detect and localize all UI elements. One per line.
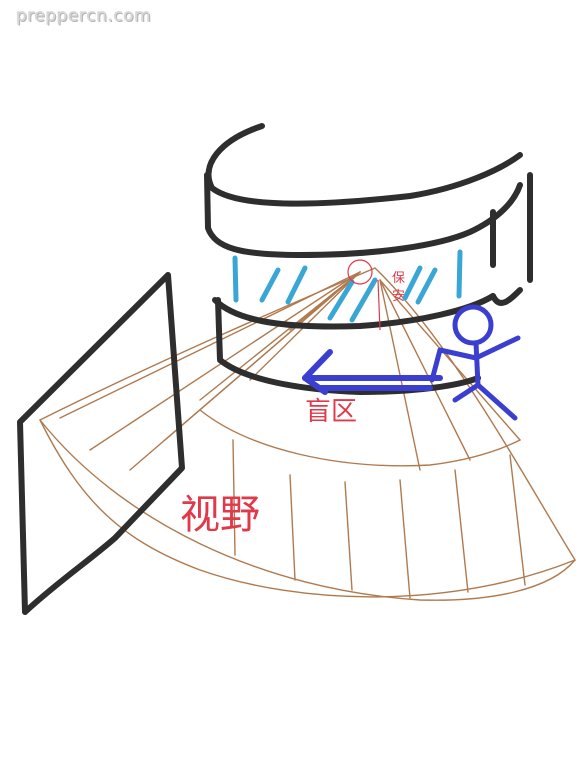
person-body (473, 340, 481, 388)
booth-counter-top (212, 293, 496, 330)
person-figure (429, 304, 521, 421)
view-cone-ray (379, 279, 471, 461)
view-cone-ray (232, 439, 236, 556)
view-cone-ray (344, 481, 353, 591)
field-of-view-label: 视野 (180, 492, 260, 538)
view-cone-ray (399, 479, 411, 599)
view-cone-ray (379, 279, 521, 441)
person-arms (437, 335, 521, 361)
view-cone-ray (289, 271, 361, 331)
guard-label: 保 (392, 271, 405, 286)
blind-spot-label: 盲区 (305, 397, 357, 427)
booth-roof-front (204, 172, 523, 258)
booth-roof-top (205, 123, 523, 207)
person-legs (452, 382, 518, 421)
person-arm-left (429, 347, 443, 383)
view-cone-ray (164, 271, 361, 441)
view-cone-ray (454, 469, 469, 593)
view-cone-ray (509, 454, 526, 586)
movement-arrow (302, 349, 443, 395)
person-head (452, 304, 494, 346)
guard-marker (347, 259, 381, 331)
view-cone-ray (59, 271, 361, 419)
partition-panel (17, 272, 185, 615)
booth-counter-side (490, 287, 523, 306)
watermark: prepperсn.com (16, 6, 152, 26)
security-booth (204, 123, 533, 395)
booth-counter-front (215, 297, 481, 395)
guard-label: 安 (392, 289, 405, 304)
view-cone-ray (289, 474, 296, 581)
view-cone-inner-arc (199, 409, 521, 467)
booth-glass (232, 249, 463, 323)
view-cone-outer-arc (39, 419, 576, 601)
view-cone (39, 267, 577, 601)
